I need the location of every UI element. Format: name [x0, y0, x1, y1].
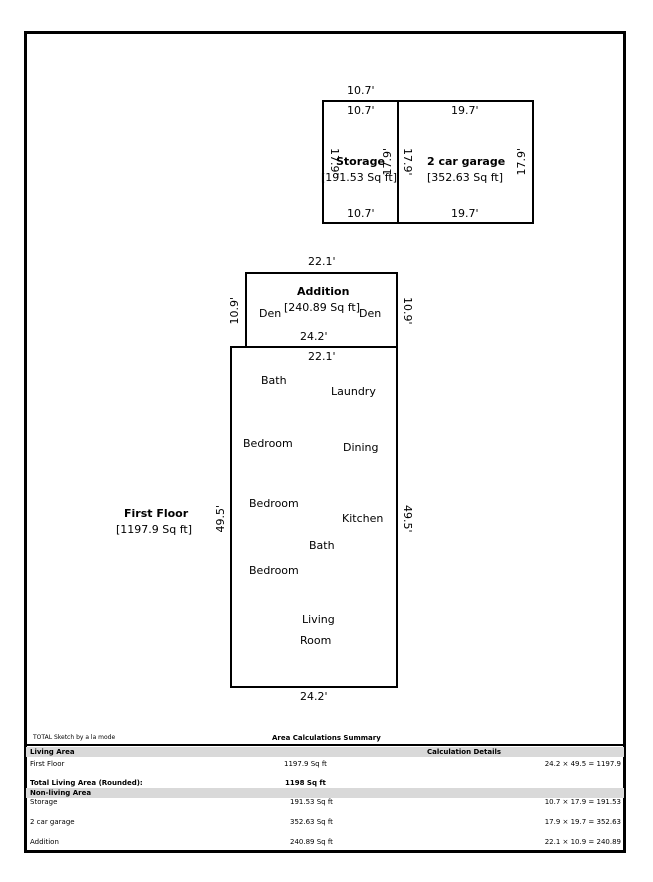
first-floor-dim-top: 22.1'	[308, 350, 336, 363]
addition-area: [240.89 Sq ft]	[284, 301, 361, 314]
calculation-details-header: Calculation Details	[427, 748, 502, 756]
storage-name: Storage	[336, 155, 385, 168]
living-header-band	[26, 747, 624, 757]
storage-dim-bottom: 10.7'	[347, 207, 375, 220]
nonliving-row-name: Storage	[30, 798, 58, 806]
addition-dim-top: 22.1'	[308, 255, 336, 268]
living-row-area: 1197.9 Sq ft	[284, 760, 327, 768]
garage-name: 2 car garage	[427, 155, 506, 168]
room-label-bath: Bath	[309, 539, 335, 552]
room-label-room: Room	[300, 634, 332, 647]
room-label-living: Living	[302, 613, 335, 626]
addition-dim-right: 10.9'	[401, 297, 414, 325]
room-label-laundry: Laundry	[331, 385, 376, 398]
addition-dim-bottom: 24.2'	[300, 330, 328, 343]
addition-room-den-left: Den	[259, 307, 282, 320]
room-label-dining: Dining	[343, 441, 379, 454]
page-frame	[24, 31, 626, 853]
garage-dim-top: 19.7'	[451, 104, 479, 117]
addition-room-den-right: Den	[359, 307, 382, 320]
garage-room	[397, 100, 534, 224]
garage-dim-right: 17.9'	[515, 148, 528, 176]
nonliving-row-calc: 10.7 × 17.9 = 191.53	[544, 798, 621, 806]
room-label-kitchen: Kitchen	[342, 512, 384, 525]
nonliving-row-name: Addition	[30, 838, 59, 846]
addition-dim-left: 10.9'	[228, 297, 241, 325]
first-floor-room	[230, 346, 398, 688]
addition-name: Addition	[297, 285, 350, 298]
total-living-label: Total Living Area (Rounded):	[30, 779, 143, 787]
garage-dim-bottom: 19.7'	[451, 207, 479, 220]
nonliving-row-area: 352.63 Sq ft	[290, 818, 333, 826]
nonliving-row-name: 2 car garage	[30, 818, 75, 826]
storage-dim-top: 10.7'	[347, 104, 375, 117]
living-row-calc: 24.2 × 49.5 = 1197.9	[544, 760, 621, 768]
garage-dim-left: 17.9'	[401, 148, 414, 176]
room-label-bath: Bath	[261, 374, 287, 387]
living-area-header: Living Area	[30, 748, 75, 756]
first-floor-dim-left: 49.5'	[214, 505, 227, 533]
storage-area: [191.53 Sq ft]	[321, 171, 398, 184]
summary-title: Area Calculations Summary	[272, 734, 381, 742]
first-floor-area: [1197.9 Sq ft]	[116, 523, 193, 536]
room-label-bedroom: Bedroom	[249, 497, 299, 510]
first-floor-dim-right: 49.5'	[401, 505, 414, 533]
nonliving-row-calc: 22.1 × 10.9 = 240.89	[544, 838, 621, 846]
living-row-name: First Floor	[30, 760, 65, 768]
table-top-rule	[26, 744, 624, 746]
garage-area: [352.63 Sq ft]	[427, 171, 504, 184]
room-label-bedroom: Bedroom	[243, 437, 293, 450]
storage-dim-left: 17.9'	[328, 148, 341, 176]
room-label-bedroom: Bedroom	[249, 564, 299, 577]
sketch-credit: TOTAL Sketch by a la mode	[33, 734, 116, 741]
first-floor-name: First Floor	[124, 507, 189, 520]
nonliving-area-header: Non-living Area	[30, 789, 92, 797]
first-floor-dim-bottom: 24.2'	[300, 690, 328, 703]
nonliving-row-calc: 17.9 × 19.7 = 352.63	[544, 818, 621, 826]
nonliving-row-area: 191.53 Sq ft	[290, 798, 333, 806]
storage-dim-top-outer: 10.7'	[347, 84, 375, 97]
nonliving-header-band	[26, 788, 624, 798]
nonliving-row-area: 240.89 Sq ft	[290, 838, 333, 846]
total-living-value: 1198 Sq ft	[285, 779, 326, 787]
